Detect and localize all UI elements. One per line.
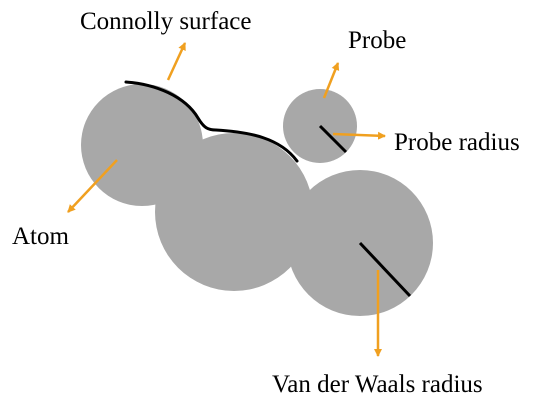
connolly-surface-label: Connolly surface — [80, 8, 251, 35]
connolly-surface-arrow — [166, 42, 187, 81]
probe-label: Probe — [348, 27, 406, 54]
van-der-waals-radius-line — [358, 241, 412, 298]
connolly-surface-line — [124, 80, 299, 163]
probe-radius-label: Probe radius — [394, 129, 520, 156]
probe-arrow — [322, 62, 340, 99]
atom-arrow — [67, 159, 118, 213]
probe-radius-arrow — [332, 131, 386, 140]
van-der-waals-radius-label: Van der Waals radius — [272, 371, 483, 398]
probe-radius-line — [318, 124, 348, 154]
atom-circle-center — [155, 133, 313, 291]
atom-label: Atom — [12, 223, 70, 250]
